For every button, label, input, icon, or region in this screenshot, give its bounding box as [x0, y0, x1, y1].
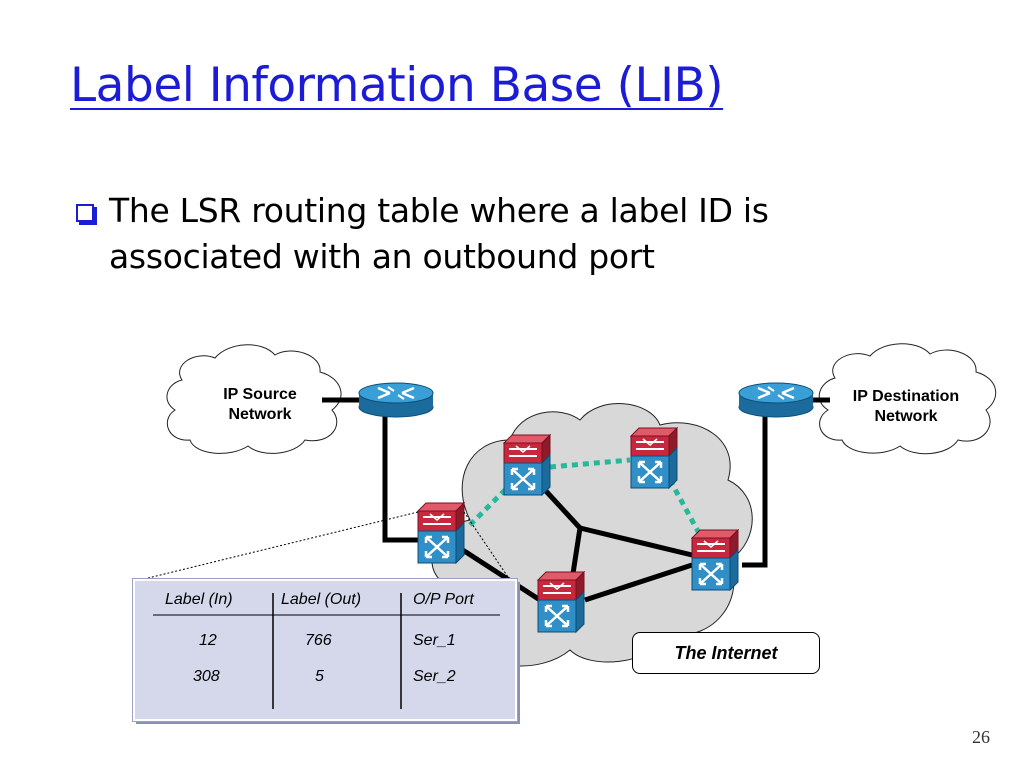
- internet-label: The Internet: [674, 642, 778, 663]
- lsr-icon: [502, 433, 552, 497]
- source-edge-router-icon: [357, 381, 435, 419]
- destination-cloud-label: IP Destination Network: [852, 388, 960, 425]
- source-cloud-label: IP Source Network: [223, 386, 297, 423]
- checkbox-bullet-icon: [76, 204, 94, 222]
- slide-title: Label Information Base (LIB): [70, 58, 724, 113]
- table-header: Label (Out): [281, 591, 362, 608]
- ingress-lsr-icon: [416, 501, 466, 565]
- destination-edge-router-icon: [737, 381, 815, 419]
- page-number: 26: [972, 727, 990, 747]
- table-grid: [153, 593, 500, 709]
- table-cell: 12: [199, 632, 217, 649]
- egress-lsr-icon: [690, 528, 740, 592]
- source-cloud: [166, 344, 342, 454]
- lib-table: Label (In) Label (Out) O/P Port 12 766 S…: [132, 578, 518, 722]
- callout-lines: [139, 511, 511, 581]
- table-cell: 308: [193, 668, 220, 685]
- bullet-text: The LSR routing table where a label ID i…: [109, 191, 769, 276]
- lsr-icon: [536, 570, 586, 634]
- table-cell: Ser_1: [413, 632, 456, 649]
- table-header: Label (In): [165, 591, 233, 608]
- destination-cloud: [818, 343, 997, 455]
- table-cell: Ser_2: [413, 668, 456, 685]
- label-switched-path: [468, 457, 703, 537]
- table-header: O/P Port: [413, 591, 474, 608]
- lsr-icon: [629, 426, 679, 490]
- table-cell: 5: [315, 668, 324, 685]
- table-cell: 766: [305, 632, 332, 649]
- internet-label-box: The Internet: [632, 632, 820, 674]
